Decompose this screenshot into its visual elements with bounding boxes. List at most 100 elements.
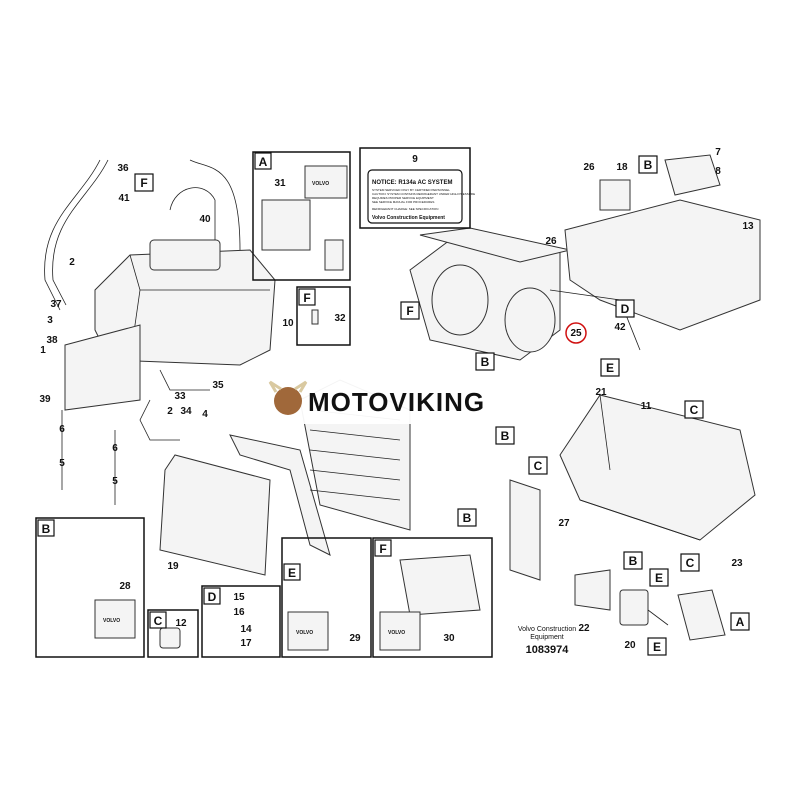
svg-text:2: 2 [167,406,173,417]
svg-text:29: 29 [349,633,361,644]
svg-text:E: E [288,566,296,580]
svg-text:31: 31 [274,178,286,189]
svg-text:VOLVO: VOLVO [296,630,313,636]
svg-text:2: 2 [69,257,75,268]
svg-text:28: 28 [119,581,131,592]
kit-box-f-bottom [372,537,493,658]
svg-text:27: 27 [558,518,570,529]
svg-text:E: E [606,361,614,375]
svg-text:36: 36 [117,163,129,174]
svg-text:22: 22 [578,623,590,634]
svg-text:Equipment: Equipment [530,634,564,641]
svg-text:E: E [655,571,663,585]
kit-box-b [35,517,145,658]
svg-text:5: 5 [112,476,118,487]
svg-text:VOLVO: VOLVO [312,181,329,187]
svg-text:1083974: 1083974 [526,644,570,656]
heater-unit [44,159,276,366]
notice-line: SEE SERVICE MANUAL FOR PROCEDURES [372,200,434,204]
upper-cover [549,154,761,351]
svg-text:E: E [653,640,661,654]
svg-text:B: B [463,511,472,525]
svg-text:A: A [736,615,745,629]
notice-title: NOTICE: R134a AC SYSTEM [372,180,452,186]
svg-text:14: 14 [240,624,252,635]
svg-text:B: B [629,554,638,568]
svg-text:7: 7 [715,147,721,158]
svg-text:5: 5 [59,458,65,469]
svg-text:A: A [259,155,268,169]
svg-text:18: 18 [616,162,628,173]
volvo-carton: VOLVO [304,165,348,199]
svg-text:C: C [690,403,699,417]
svg-text:B: B [501,429,510,443]
viking-mascot-icon [274,387,302,415]
svg-text:26: 26 [583,162,595,173]
kit-box-f [296,286,351,346]
svg-text:17: 17 [240,638,252,649]
svg-text:32: 32 [334,313,346,324]
svg-text:Volvo Construction: Volvo Construction [518,626,576,633]
notice-footer: Volvo Construction Equipment [372,215,445,221]
svg-text:11: 11 [641,401,652,412]
svg-text:C: C [154,614,163,628]
kit-box-d [201,585,281,658]
svg-text:16: 16 [233,607,245,618]
svg-text:37: 37 [50,299,62,310]
svg-text:B: B [42,522,51,536]
svg-text:10: 10 [282,318,294,329]
watermark-logo: MOTOVIKING [268,378,530,424]
svg-text:41: 41 [118,193,130,204]
notice-line: CAUTION: SYSTEM CONTAINS REFRIGERANT UND… [372,192,475,196]
notice-line: REFRIGERANT CHARGE: SEE SPECIFICATION [372,207,438,211]
svg-text:42: 42 [614,322,626,333]
svg-text:MOTOVIKING: MOTOVIKING [308,387,485,417]
svg-text:19: 19 [167,561,179,572]
svg-text:F: F [303,291,310,305]
svg-text:F: F [379,542,386,556]
svg-text:21: 21 [595,387,607,398]
highlight-circle [565,322,587,344]
svg-text:F: F [140,176,147,190]
nut-part [159,627,181,649]
svg-text:30: 30 [443,633,455,644]
letter-tags: F A F F D E B B C B C B B E C E A B C D … [37,152,750,656]
notice-box [359,147,471,229]
svg-text:3: 3 [47,315,53,326]
volvo-carton: VOLVO [379,611,421,651]
svg-text:4: 4 [202,409,208,420]
kit-box-a [252,151,351,281]
svg-text:34: 34 [180,406,192,417]
side-plate [64,324,141,411]
svg-text:1: 1 [40,345,46,356]
svg-text:6: 6 [112,443,118,454]
svg-text:C: C [534,459,543,473]
svg-text:D: D [621,302,630,316]
drawing-footer: Volvo Construction Equipment 1083974 [518,626,576,656]
svg-text:35: 35 [212,380,224,391]
notice-line: SYSTEM SERVICED ONLY BY CERTIFIED PERSON… [372,188,450,192]
volvo-carton: VOLVO [94,599,136,639]
svg-text:33: 33 [174,391,186,402]
svg-text:F: F [406,304,413,318]
svg-text:8: 8 [715,166,721,177]
notice-line: REQUIRES PROPER SERVICE EQUIPMENT [372,196,434,200]
svg-text:VOLVO: VOLVO [388,630,405,636]
svg-text:15: 15 [233,592,245,603]
svg-text:VOLVO: VOLVO [103,618,120,624]
blower-assembly [409,227,571,361]
svg-text:39: 39 [39,394,51,405]
svg-text:38: 38 [46,335,58,346]
svg-text:9: 9 [412,154,418,165]
svg-text:20: 20 [624,640,636,651]
svg-text:C: C [686,556,695,570]
svg-text:26: 26 [545,236,557,247]
svg-text:6: 6 [59,424,65,435]
lower-housing [509,394,756,641]
volvo-carton: VOLVO [287,611,329,651]
svg-text:B: B [644,158,653,172]
svg-text:12: 12 [175,618,187,629]
svg-text:D: D [208,590,217,604]
